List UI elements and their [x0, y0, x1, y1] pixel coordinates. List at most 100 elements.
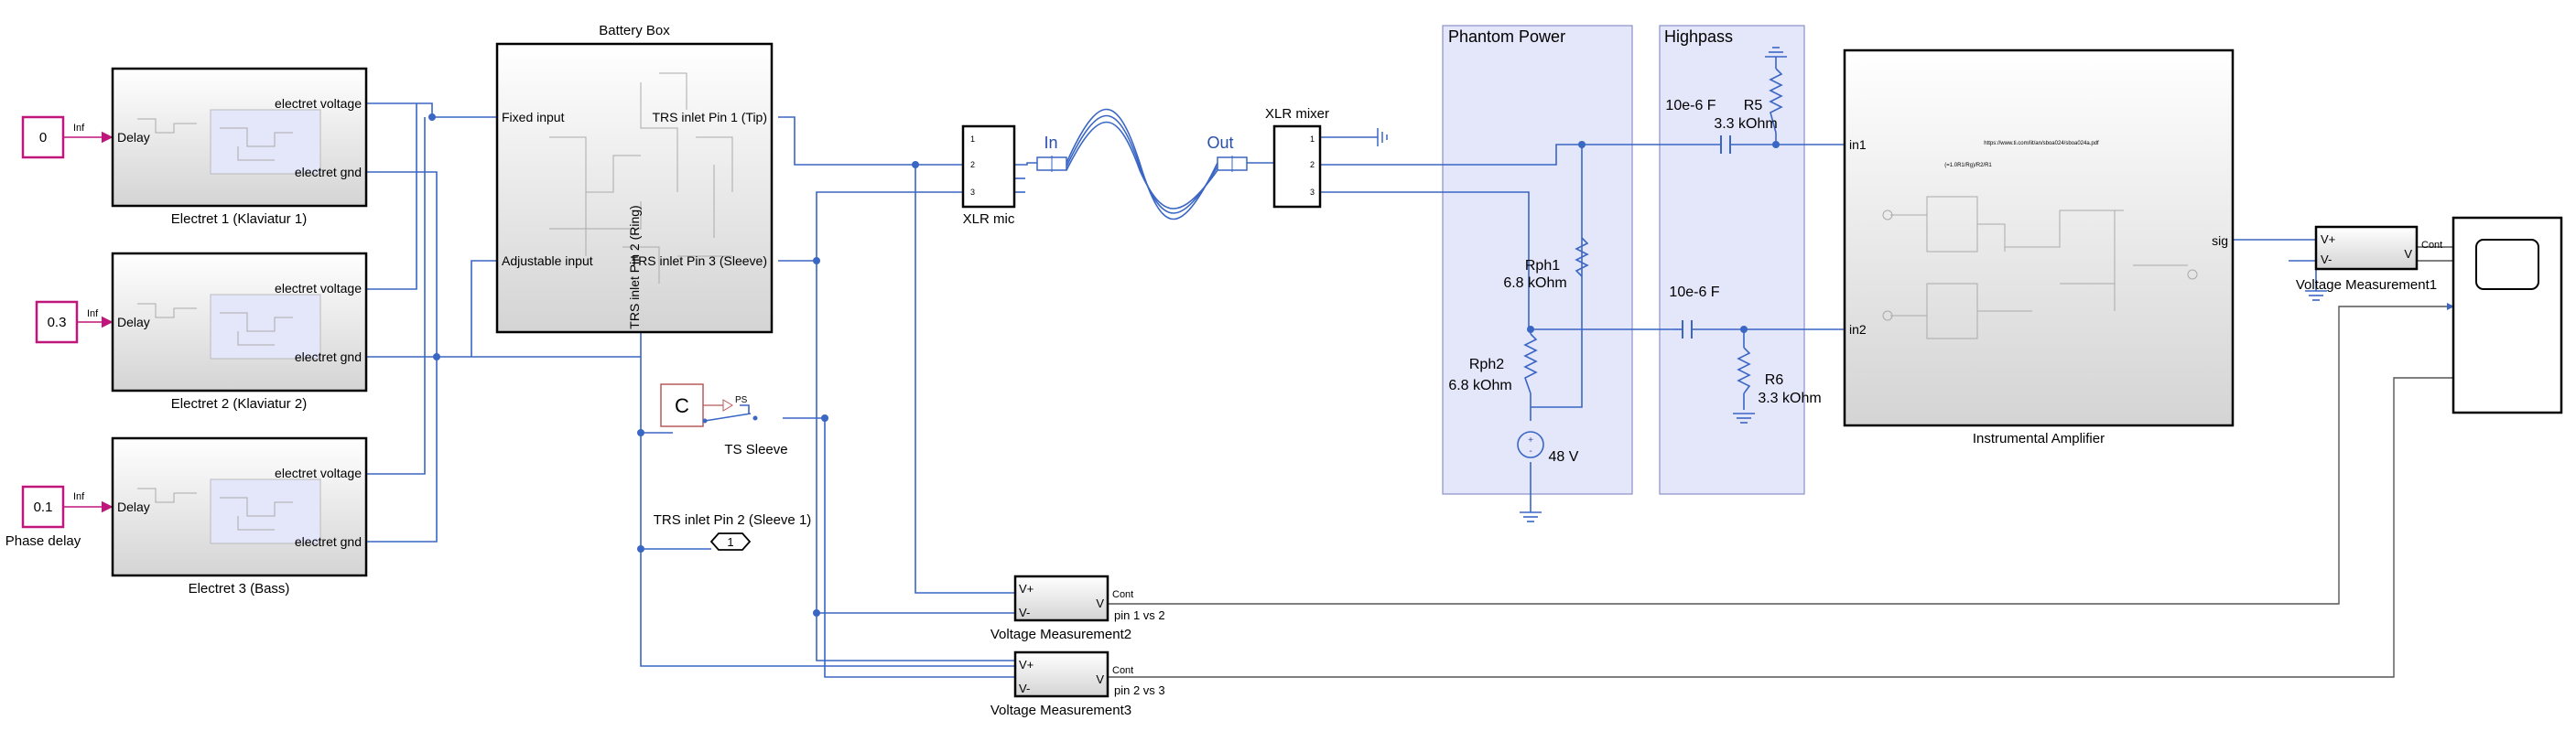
electret-port-delay: Delay [117, 130, 150, 145]
constant-block-3[interactable]: 0.1 Inf Phase delay [5, 485, 114, 549]
junction-dots [428, 113, 1780, 617]
svg-text:C: C [675, 394, 689, 417]
vm3-port-vplus: V+ [1019, 658, 1034, 672]
source-value: 48 V [1549, 449, 1579, 465]
signal-lines [1108, 246, 2453, 678]
vm2-signal-label: pin 1 vs 2 [1114, 608, 1165, 622]
rph1-name: Rph1 [1525, 258, 1560, 274]
battery-port-fixed: Fixed input [502, 110, 565, 124]
svg-text:-: - [1529, 446, 1532, 457]
cable-out-connector[interactable]: Out [1207, 134, 1248, 172]
r6-resistor[interactable]: R6 3.3 kOhm [1737, 347, 1822, 406]
cable-out-label: Out [1207, 134, 1233, 152]
amp-port-in2: in2 [1849, 322, 1867, 337]
xlr-mic-block[interactable]: 1 2 3 XLR mic [961, 124, 1016, 227]
vm2-port-vplus: V+ [1019, 582, 1034, 596]
instrumental-amplifier-block[interactable]: in1 in2 sig https://www.ti.com/lit/an/sb… [1843, 48, 2235, 446]
vm3-signal-label: pin 2 vs 3 [1114, 683, 1165, 697]
rph1-value: 6.8 kOhm [1503, 275, 1566, 291]
cable-in-label: In [1044, 134, 1057, 152]
trs-pin2-port-number: 1 [727, 535, 733, 549]
amp-port-sig: sig [2212, 233, 2228, 248]
battery-port-tip: TRS inlet Pin 1 (Tip) [652, 110, 767, 124]
amp-formula: (=1.0R1/Rg)/R2/R1 [1944, 163, 1992, 168]
vm1-name: Voltage Measurement1 [2296, 277, 2437, 293]
electret-block-3[interactable]: Delay electret voltage electret gnd Elec… [111, 436, 368, 597]
xlr-mic-pin2: 2 [970, 160, 975, 169]
phantom-ground-icon [1520, 511, 1542, 522]
amp-name: Instrumental Amplifier [1973, 431, 2105, 446]
svg-text:+: + [1528, 435, 1533, 446]
cable-in-connector[interactable]: In [1036, 134, 1067, 172]
constant-tag: Inf [73, 491, 85, 502]
capacitor-c2[interactable]: 10e-6 F [1669, 285, 1720, 339]
constant-value: 0.3 [48, 315, 67, 330]
vm1-port-vplus: V+ [2321, 232, 2335, 246]
vm3-port-vminus: V- [1019, 682, 1030, 695]
rph2-value: 6.8 kOhm [1448, 378, 1511, 393]
trs-pin2-label: TRS inlet Pin 2 (Sleeve 1) [654, 512, 812, 528]
electret-name: Electret 2 (Klaviatur 2) [171, 396, 307, 412]
electret-port-voltage: electret voltage [275, 281, 362, 296]
amp-port-in1: in1 [1849, 137, 1867, 152]
vm2-name: Voltage Measurement2 [990, 627, 1131, 642]
electret-port-delay: Delay [117, 315, 150, 329]
rph1-resistor[interactable]: Rph1 6.8 kOhm [1503, 237, 1589, 291]
dc-voltage-source[interactable]: + - 48 V [1517, 431, 1579, 465]
rph2-name: Rph2 [1469, 357, 1504, 372]
vm2-port-vminus: V- [1019, 606, 1030, 619]
electret-port-voltage: electret voltage [275, 96, 362, 111]
electret-port-delay: Delay [117, 500, 150, 514]
vm3-port-v: V [1096, 672, 1104, 686]
r5-value: 3.3 kOhm [1714, 116, 1777, 132]
phantom-power-panel[interactable] [1442, 25, 1633, 495]
r6-ground-icon [1733, 413, 1755, 424]
scope-block[interactable] [2452, 216, 2563, 414]
constant-tag: Inf [73, 123, 85, 134]
amp-reference-url: https://www.ti.com/lit/an/sboa024/sboa02… [1984, 141, 2099, 146]
c1-value: 10e-6 F [1665, 98, 1716, 113]
voltage-measurement-2[interactable]: V+ V- V Cont pin 1 vs 2 Voltage Measurem… [990, 575, 1165, 642]
highpass-panel[interactable] [1659, 25, 1805, 495]
battery-port-sleeve: TRS inlet Pin 3 (Sleeve) [631, 253, 767, 268]
physical-wires [366, 57, 2317, 678]
ts-sleeve-block[interactable]: C PS TS Sleeve [660, 383, 788, 457]
electret-block-2[interactable]: Delay electret voltage electret gnd Elec… [111, 252, 368, 412]
xlr-mixer-block[interactable]: XLR mixer 1 2 3 [1265, 106, 1388, 209]
constant-block-1[interactable]: 0 Inf [21, 115, 114, 159]
r5-ground-icon [1765, 47, 1787, 58]
voltage-measurement-1[interactable]: V+ V- V Cont Voltage Measurement1 [2296, 225, 2442, 293]
constant-caption: Phase delay [5, 533, 81, 549]
c2-value: 10e-6 F [1669, 285, 1719, 300]
electret-port-gnd: electret gnd [295, 349, 362, 364]
scope-icon [2475, 239, 2539, 290]
electret-port-voltage: electret voltage [275, 466, 362, 480]
electret-block-1[interactable]: Delay electret voltage electret gnd Elec… [111, 67, 368, 227]
phantom-power-title: Phantom Power [1448, 27, 1565, 46]
r5-name: R5 [1744, 98, 1763, 113]
battery-port-ring: TRS inlet Pin 2 (Ring) [627, 205, 642, 328]
vm3-cont: Cont [1112, 665, 1133, 676]
ts-sleeve-label: TS Sleeve [724, 442, 787, 457]
ps-label: PS [735, 395, 748, 405]
trs-pin2-port[interactable]: TRS inlet Pin 2 (Sleeve 1) 1 [654, 512, 812, 551]
xlr-mic-pin1: 1 [970, 134, 975, 144]
electret-name: Electret 1 (Klaviatur 1) [171, 211, 307, 227]
capacitor-c1[interactable]: 10e-6 F [1665, 98, 1731, 154]
vm2-cont: Cont [1112, 589, 1133, 600]
vm1-cont: Cont [2421, 240, 2442, 251]
vm1-port-vminus: V- [2321, 253, 2332, 266]
r6-value: 3.3 kOhm [1758, 391, 1821, 406]
constant-block-2[interactable]: 0.3 Inf [35, 300, 114, 344]
rph2-resistor[interactable]: Rph2 6.8 kOhm [1448, 333, 1538, 394]
electret-port-gnd: electret gnd [295, 165, 362, 179]
battery-box-block[interactable]: Battery Box Fixed input Adjustable input… [495, 23, 774, 334]
electret-name: Electret 3 (Bass) [189, 581, 290, 597]
battery-box-title: Battery Box [599, 23, 670, 38]
electret-port-gnd: electret gnd [295, 534, 362, 549]
constant-tag: Inf [87, 308, 99, 319]
voltage-measurement-3[interactable]: V+ V- V Cont pin 2 vs 3 Voltage Measurem… [990, 650, 1165, 718]
r5-resistor[interactable]: R5 3.3 kOhm [1714, 68, 1783, 134]
mixer-ground-icon [1377, 128, 1388, 146]
